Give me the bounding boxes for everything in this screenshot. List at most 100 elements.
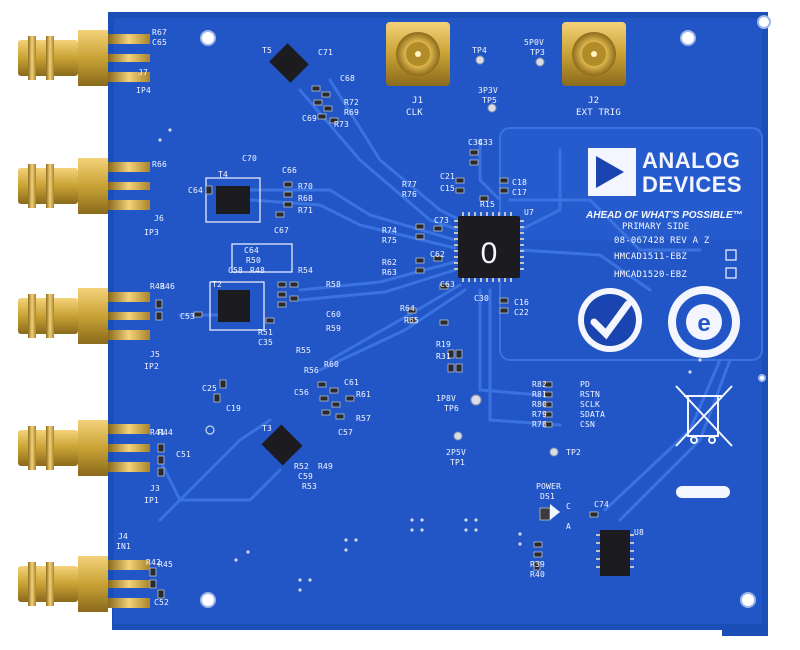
logo-line-2: DEVICES (642, 172, 743, 197)
net-5p0v: 5P0V (524, 38, 545, 47)
ref-r42: R42 (146, 558, 162, 567)
transformer-t3 (261, 424, 303, 466)
ref-r61: R61 (356, 390, 372, 399)
ref-c60: C60 (326, 310, 342, 319)
transformers (216, 43, 309, 466)
ref-c33: C33 (478, 138, 494, 147)
ref-c30: C30 (474, 294, 490, 303)
ref-r59: R59 (326, 324, 342, 333)
ref-c19: C19 (226, 404, 242, 413)
ref-r39: R39 (530, 560, 546, 569)
logo-triangle-icon (588, 148, 636, 196)
ref-c59: C59 (298, 472, 314, 481)
ref-r62: R62 (382, 258, 398, 267)
ref-ds1: DS1 (540, 492, 556, 501)
ref-r41: R41 (150, 428, 166, 437)
sma-connector-j7 (18, 30, 150, 86)
ref-r60: R60 (324, 360, 340, 369)
vias (158, 128, 702, 592)
ref-r57: R57 (356, 414, 372, 423)
ref-r44: R44 (158, 428, 174, 437)
ref-c66: C66 (282, 166, 298, 175)
ref-r53: R53 (302, 482, 318, 491)
ref-c64: C64 (188, 186, 204, 195)
ref-c73: C73 (434, 216, 450, 225)
net-ip2: IP2 (144, 362, 160, 371)
ref-r43: R43 (150, 282, 166, 291)
ref-r58: R58 (326, 280, 342, 289)
ref-u8: U8 (634, 528, 645, 537)
ref-tp5: TP5 (482, 96, 498, 105)
ref-j4: J4 (118, 532, 129, 541)
svg-text:e: e (697, 310, 710, 337)
spi-ref-2: R80 (532, 400, 548, 409)
ref-c35: C35 (258, 338, 274, 347)
variant-checkbox-2 (725, 267, 737, 279)
component-outlines (205, 177, 293, 331)
weee-bin-icon (675, 385, 733, 447)
spi-ref-3: R79 (532, 410, 548, 419)
spi-net-4: CSN (580, 420, 596, 429)
transformer-t5 (269, 43, 309, 83)
ref-c63: C63 (440, 280, 456, 289)
ref-r54: R54 (298, 266, 314, 275)
test-point-tp4 (475, 55, 485, 65)
ref-c69: C69 (302, 114, 318, 123)
sma-connector-j5 (18, 288, 150, 344)
ref-c65: C65 (152, 38, 168, 47)
ref-c15: C15 (440, 184, 456, 193)
ref-c68: C68 (340, 74, 356, 83)
ref-j6: J6 (154, 214, 165, 223)
ref-c67: C67 (274, 226, 290, 235)
ref-tp3: TP3 (530, 48, 546, 57)
ref-c34: C34 (468, 138, 484, 147)
ref-c62: C62 (430, 250, 446, 259)
ref-r31: R31 (436, 352, 452, 361)
net-ext-trig: EXT TRIG (576, 108, 621, 118)
spi-net-0: PD (580, 380, 591, 389)
logo-line-1: ANALOG (642, 148, 741, 173)
ic-u8 (596, 530, 634, 576)
ref-j1: J1 (412, 96, 424, 106)
transformer-t4 (216, 186, 250, 214)
ref-c74: C74 (594, 500, 610, 509)
ref-c53: C53 (180, 312, 196, 321)
ref-r74: R74 (382, 226, 398, 235)
test-points (453, 55, 559, 457)
sma-connector-j6 (18, 158, 150, 214)
ref-r63: R63 (382, 268, 398, 277)
ref-r66: R66 (152, 160, 168, 169)
spi-ref-4: R78 (532, 420, 548, 429)
ref-r45: R45 (158, 560, 174, 569)
ref-c51: C51 (176, 450, 192, 459)
ref-c18: C18 (512, 178, 528, 187)
ref-c17: C17 (512, 188, 528, 197)
ref-r65: R65 (404, 316, 420, 325)
main-ic-marking: 0 (480, 237, 498, 270)
test-point-tp5 (487, 103, 497, 113)
led-anode-label: A (566, 522, 572, 531)
ref-c58: C58 (228, 266, 244, 275)
sma-connectors-left (18, 30, 150, 612)
smd-passives (149, 85, 599, 599)
ref-r70: R70 (298, 182, 314, 191)
ref-r77: R77 (402, 180, 418, 189)
test-point-tp6 (470, 394, 482, 406)
led-ds1-symbol (550, 504, 560, 520)
ref-r76: R76 (402, 190, 418, 199)
ref-c22: C22 (514, 308, 530, 317)
ref-j2: J2 (588, 96, 600, 106)
ref-r67: R67 (152, 28, 168, 37)
ref-r46: R46 (160, 282, 176, 291)
ref-r49: R49 (318, 462, 334, 471)
net-3p3v: 3P3V (478, 86, 499, 95)
ref-r40: R40 (530, 570, 546, 579)
main-ic-u7 (454, 212, 524, 282)
transformer-t2 (218, 290, 250, 322)
ref-c61: C61 (344, 378, 360, 387)
net-ip1: IP1 (144, 496, 160, 505)
net-2p5v: 2P5V (446, 448, 467, 457)
ref-r71: R71 (298, 206, 314, 215)
ref-r64: R64 (400, 304, 416, 313)
